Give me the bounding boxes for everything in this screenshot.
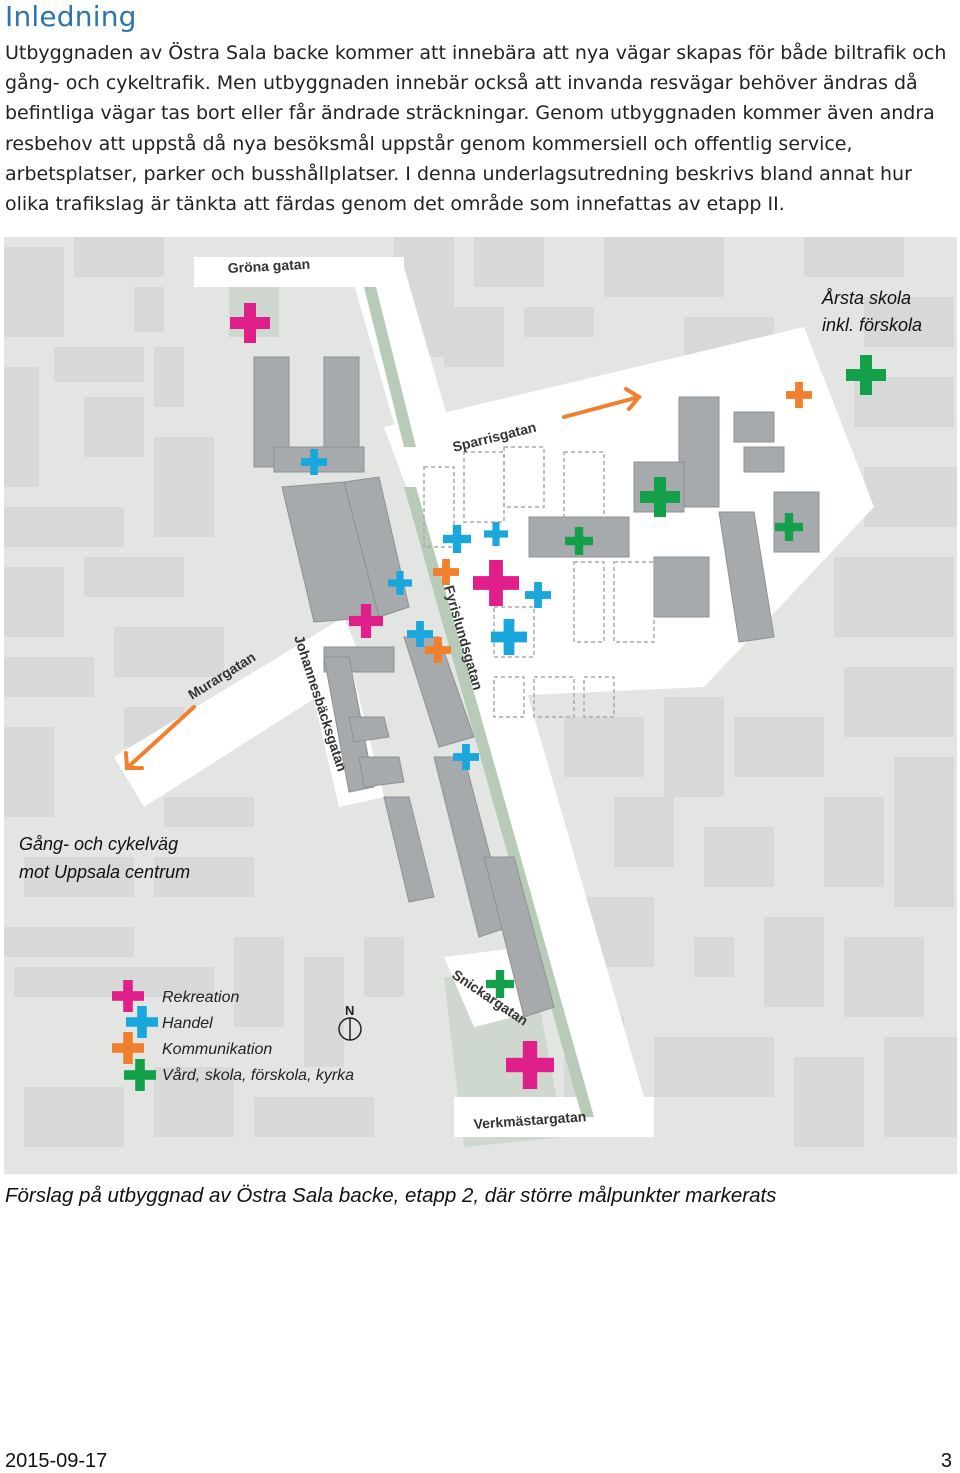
marker-plus-icon (301, 449, 327, 475)
figure-caption: Förslag på utbyggnad av Östra Sala backe… (5, 1184, 777, 1207)
marker-plus-icon (775, 513, 803, 541)
marker-plus-icon (473, 560, 519, 606)
legend-label-handel: Handel (162, 1015, 213, 1032)
legend-plus-icon (124, 1059, 156, 1091)
marker-plus-icon (846, 355, 886, 395)
svg-text:N: N (345, 1003, 354, 1018)
marker-plus-icon (786, 382, 812, 408)
note-path-line1: Gång- och cykelväg (19, 834, 178, 854)
street-label-grona-gatan: Gröna gatan (227, 256, 310, 276)
north-arrow-icon: N (338, 1003, 362, 1041)
marker-plus-icon (491, 619, 527, 655)
intro-paragraph: Utbyggnaden av Östra Sala backe kommer a… (5, 42, 947, 216)
note-path-line2: mot Uppsala centrum (19, 862, 190, 882)
legend-label-kommunikation: Kommunikation (162, 1041, 272, 1058)
legend-label-rekreation: Rekreation (162, 989, 239, 1006)
planned-blocks (423, 446, 655, 718)
site-map-drawing: Gröna gatan Sparrisgatan Fyrislundsgatan… (4, 237, 957, 1147)
section-heading: Inledning (5, 0, 137, 33)
footer-date: 2015-09-17 (5, 1450, 108, 1472)
legend-label-vard: Vård, skola, förskola, kyrka (162, 1066, 354, 1084)
marker-plus-icon (640, 477, 680, 517)
legend-icons (112, 980, 158, 1091)
footer-page-number: 3 (940, 1450, 952, 1472)
note-school-line1: Årsta skola (821, 288, 911, 308)
marker-plus-icon (425, 637, 451, 663)
marker-plus-icon (486, 970, 514, 998)
arrow-east (562, 395, 641, 419)
site-map: Gröna gatan Sparrisgatan Fyrislundsgatan… (4, 237, 957, 1174)
arrow-southwest (125, 705, 196, 770)
marker-plus-icon (433, 559, 459, 585)
map-legend: Rekreation Handel Kommunikation Vård, sk… (112, 980, 354, 1091)
street-label-verkmastargatan: Verkmästargatan (473, 1108, 587, 1132)
marker-plus-icon (407, 621, 433, 647)
target-point-markers (230, 303, 886, 1089)
legend-plus-icon (112, 980, 144, 1012)
map-notes: Årsta skola inkl. förskola Gång- och cyk… (19, 288, 922, 882)
legend-plus-icon (126, 1006, 158, 1038)
marker-plus-icon (484, 522, 508, 546)
note-school-line2: inkl. förskola (822, 315, 922, 335)
legend-plus-icon (112, 1032, 144, 1064)
marker-plus-icon (565, 527, 593, 555)
marker-plus-icon (388, 571, 412, 595)
marker-plus-icon (349, 604, 383, 638)
direction-arrows (124, 387, 643, 770)
marker-plus-icon (525, 582, 551, 608)
new-buildings (253, 356, 820, 1018)
marker-plus-icon (506, 1041, 554, 1089)
street-green-strip (364, 287, 594, 1117)
marker-plus-icon (230, 303, 270, 343)
marker-plus-icon (453, 744, 479, 770)
marker-plus-icon (443, 525, 471, 553)
